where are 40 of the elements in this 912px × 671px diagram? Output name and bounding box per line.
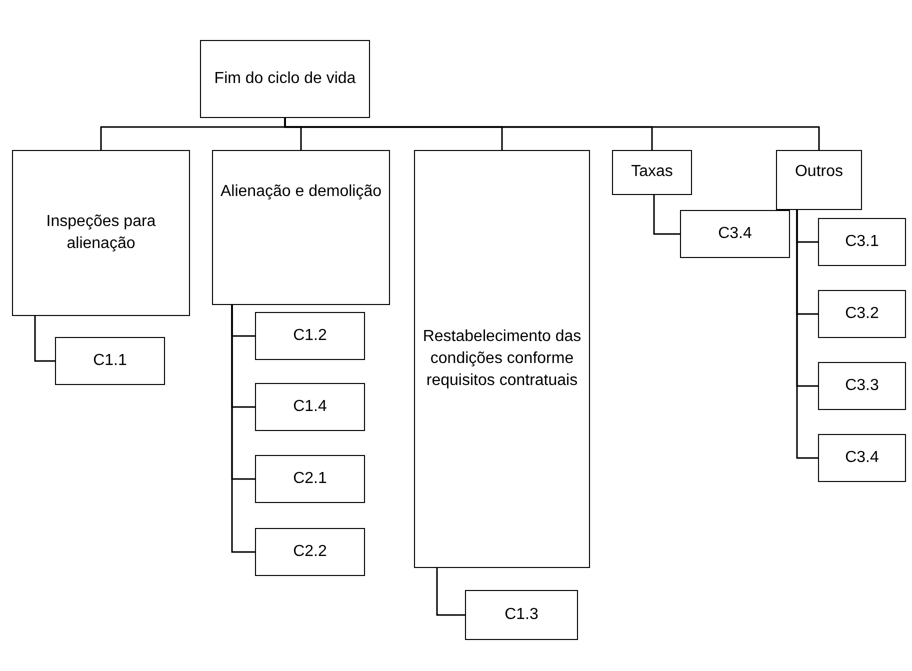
box-label: C3.4 [718, 224, 752, 244]
connector-line [284, 118, 820, 150]
hierarchy-box [612, 150, 692, 195]
connector-line [231, 305, 255, 553]
connector-line [436, 568, 465, 616]
box-label: Inspeções para alienação [45, 212, 157, 254]
hierarchy-box [255, 455, 365, 503]
box-label: Restabelecimento das condições conforme requisitos contratuais [422, 327, 582, 391]
box-label: C3.1 [845, 232, 879, 252]
hierarchy-box [255, 312, 365, 360]
hierarchy-box [212, 150, 390, 305]
connector-line [653, 195, 680, 235]
hierarchy-box [465, 590, 578, 640]
box-label: C3.3 [845, 376, 879, 396]
hierarchy-box [255, 383, 365, 431]
hierarchy-box [818, 290, 906, 338]
hierarchy-box [818, 434, 906, 482]
box-label: C1.1 [93, 351, 127, 371]
connector-line [796, 210, 818, 459]
box-label: Alienação e demolição [220, 182, 382, 202]
hierarchy-box [414, 150, 590, 568]
box-label: Fim do ciclo de vida [214, 69, 356, 89]
box-label: C1.3 [504, 605, 538, 625]
box-label: C3.2 [845, 304, 879, 324]
hierarchy-box [680, 210, 790, 258]
hierarchy-box [200, 40, 370, 118]
hierarchy-box [55, 337, 165, 385]
hierarchy-box [818, 218, 906, 266]
hierarchy-box [776, 150, 862, 210]
box-label: Taxas [631, 162, 673, 182]
box-label: C1.2 [293, 326, 327, 346]
box-label: C2.1 [293, 469, 327, 489]
box-label: C1.4 [293, 397, 327, 417]
box-label: C2.2 [293, 542, 327, 562]
hierarchy-box [12, 150, 190, 316]
hierarchy-box [818, 362, 906, 410]
connector-line [34, 316, 55, 362]
box-label: C3.4 [845, 448, 879, 468]
hierarchy-box [255, 528, 365, 576]
box-label: Outros [794, 162, 843, 182]
